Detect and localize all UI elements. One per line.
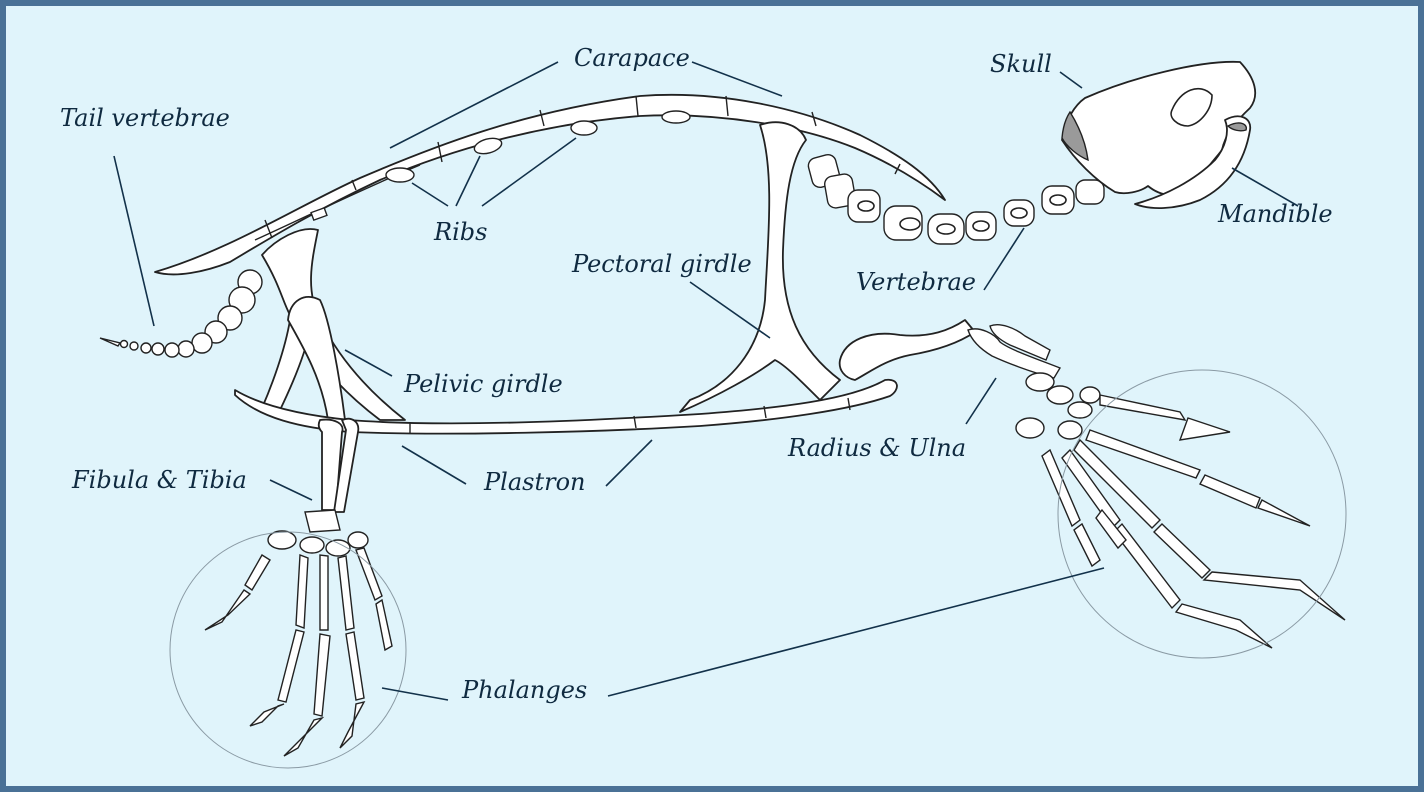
phalanges-label: Phalanges: [461, 676, 587, 704]
fibula-tibia-label: Fibula & Tibia: [71, 466, 247, 494]
pectoral-girdle-label: Pectoral girdle: [571, 250, 752, 278]
plastron-label: Plastron: [483, 468, 585, 496]
tail-vertebrae-label: Tail vertebrae: [60, 104, 230, 132]
skull-label: Skull: [990, 50, 1052, 78]
vertebrae-label: Vertebrae: [856, 268, 976, 296]
radius-ulna-label: Radius & Ulna: [787, 434, 966, 462]
mandible-label: Mandible: [1217, 200, 1333, 228]
carapace-label: Carapace: [574, 44, 690, 72]
ribs-label: Ribs: [433, 218, 487, 246]
pelvic-girdle-label: Pelivic girdle: [403, 370, 563, 398]
